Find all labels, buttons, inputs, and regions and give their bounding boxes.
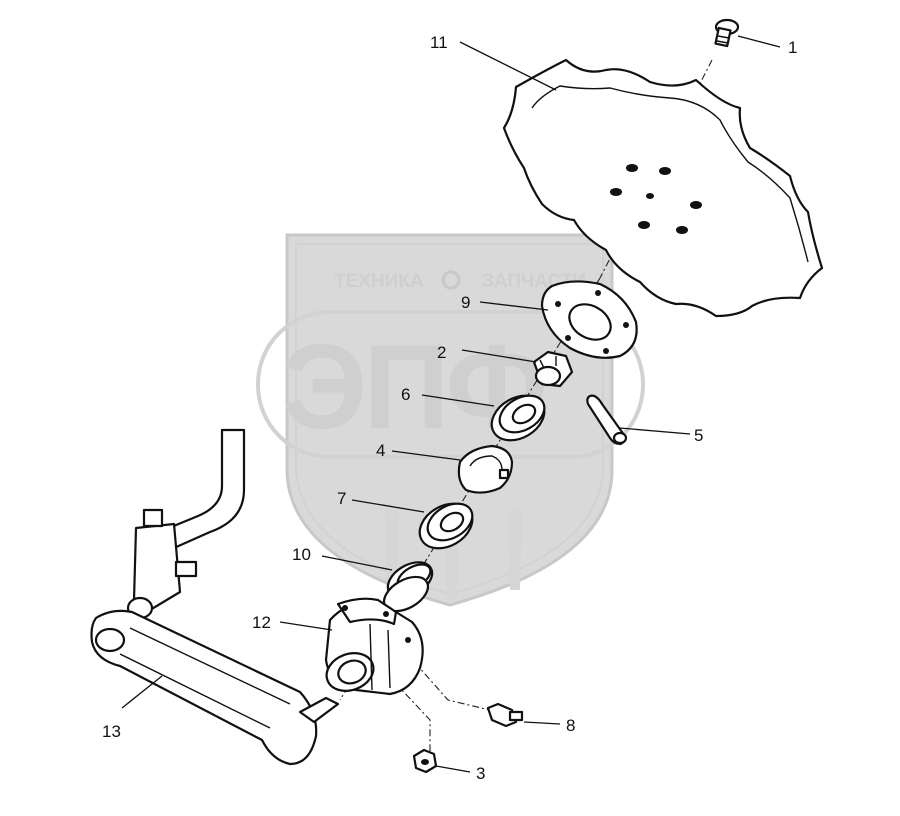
callout-11: 11 — [430, 33, 448, 52]
callout-6: 6 — [401, 385, 410, 404]
part-9-flange — [540, 280, 638, 359]
part-5-cotter-pin — [586, 394, 628, 446]
part-6-bearing — [490, 394, 546, 442]
part-1-bolt — [714, 18, 740, 48]
callout-4: 4 — [376, 441, 385, 460]
callout-5: 5 — [694, 426, 703, 445]
callout-3: 3 — [476, 764, 485, 783]
callout-1: 1 — [788, 38, 797, 57]
part-4-retaining-ring — [457, 444, 514, 494]
callout-labels: 1 2 3 4 5 6 7 8 9 10 11 12 13 — [102, 33, 797, 783]
part-12-hub — [324, 597, 424, 696]
part-13-arm — [90, 428, 340, 766]
part-11-disc — [502, 58, 824, 318]
watermark-text-left: ТЕХНИКА — [334, 271, 424, 292]
part-2-castle-nut — [532, 350, 574, 388]
part-7-bearing — [418, 502, 474, 550]
leader-lines — [121, 35, 781, 773]
gear-icon — [441, 270, 461, 290]
part-3-nut — [412, 748, 438, 774]
callout-9: 9 — [461, 293, 470, 312]
callout-10: 10 — [292, 545, 311, 564]
watermark-shield — [285, 233, 614, 607]
callout-2: 2 — [437, 343, 446, 362]
callout-13: 13 — [102, 722, 121, 741]
part-8-grease-fitting — [486, 702, 524, 728]
callout-12: 12 — [252, 613, 271, 632]
callout-7: 7 — [337, 489, 346, 508]
callout-8: 8 — [566, 716, 575, 735]
